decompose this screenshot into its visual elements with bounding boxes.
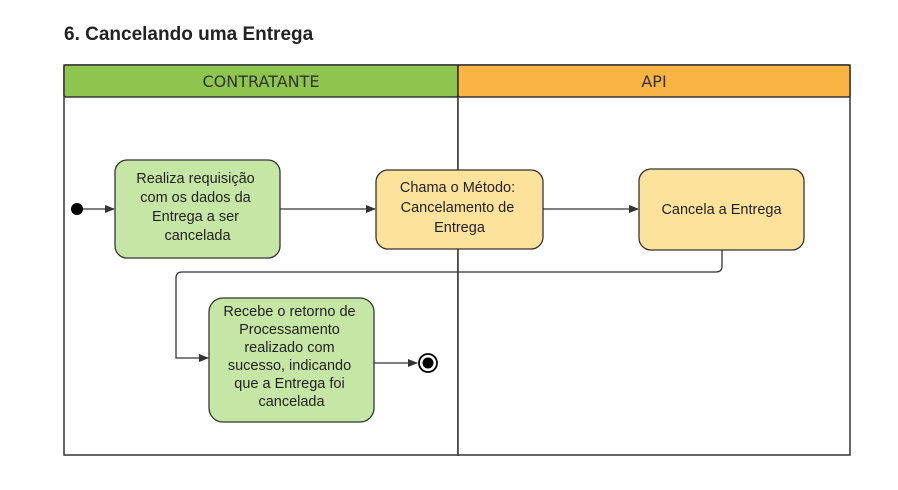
activity-request-line: Entrega a ser <box>152 209 239 225</box>
lane-api-header <box>457 64 851 98</box>
lane-api-label: API <box>641 72 666 91</box>
activity-result-line: cancelada <box>258 394 325 410</box>
lane-contratante-label: CONTRATANTE <box>202 72 319 91</box>
activity-request-line: Realiza requisição <box>136 171 254 187</box>
activity-result-line: sucesso, indicando <box>228 358 351 374</box>
activity-method-text: Chama o Método: Cancelamento de Entrega <box>400 180 519 236</box>
activity-cancel-box <box>638 168 805 251</box>
start-node <box>71 203 83 215</box>
activity-cancel-line: Cancela a Entrega <box>661 202 782 218</box>
activity-result-box <box>208 297 375 423</box>
diagram-title: 6. Cancelando uma Entrega <box>64 24 314 45</box>
activity-result-text: Recebe o retorno de Processamento realiz… <box>223 304 359 410</box>
activity-cancel: Cancela a Entrega <box>638 168 805 251</box>
activity-request-line: com os dados da <box>140 190 251 206</box>
activity-result: Recebe o retorno de Processamento realiz… <box>208 297 375 423</box>
lane-api: API <box>457 64 851 456</box>
activity-request-box <box>114 159 281 259</box>
activity-method-box <box>375 169 544 250</box>
activity-request: Realiza requisição com os dados da Entre… <box>114 159 281 259</box>
activity-request-line: cancelada <box>164 228 231 244</box>
cancel-to-result-arrow <box>175 250 723 362</box>
activity-result-line: que a Entrega foi <box>234 376 344 392</box>
activity-method: Chama o Método: Cancelamento de Entrega <box>375 169 544 250</box>
activity-result-line: Processamento <box>239 322 340 338</box>
activity-method-line: Cancelamento de <box>401 200 515 216</box>
activity-result-line: realizado com <box>244 340 334 356</box>
lane-api-body <box>457 64 851 456</box>
activity-method-line: Entrega <box>434 220 486 236</box>
activity-method-line: Chama o Método: <box>400 180 515 196</box>
activity-result-line: Recebe o retorno de <box>223 304 355 320</box>
activity-request-text: Realiza requisição com os dados da Entre… <box>136 171 259 244</box>
end-node <box>418 353 438 373</box>
activity-cancel-text: Cancela a Entrega <box>661 202 782 218</box>
